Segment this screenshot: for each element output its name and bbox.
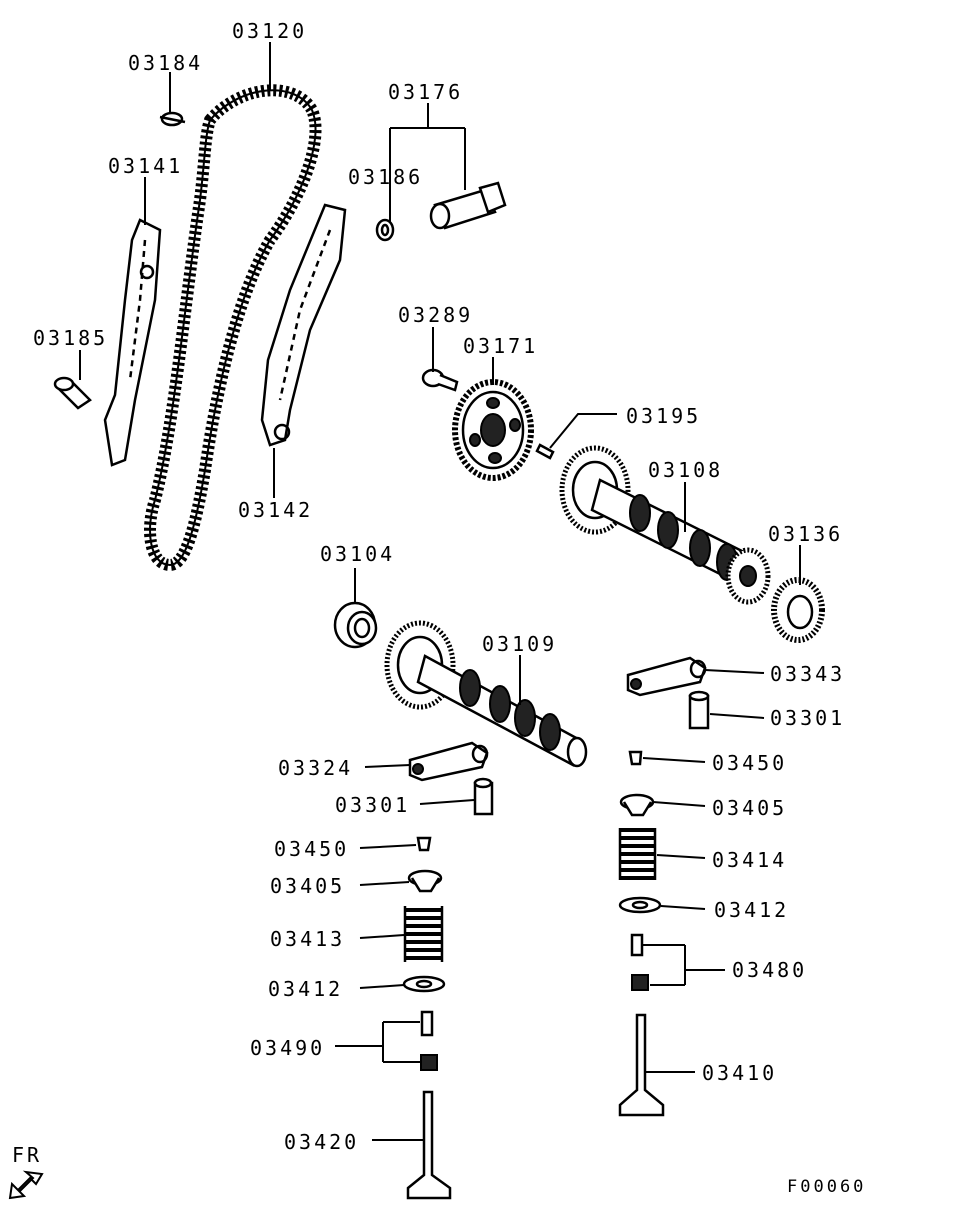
- part-label-03136: 03136: [768, 522, 843, 546]
- part-label-03301-exhaust: 03301: [770, 706, 845, 730]
- part-label-03450-exhaust: 03450: [712, 751, 787, 775]
- part-label-03195: 03195: [626, 404, 701, 428]
- part-label-03108: 03108: [648, 458, 723, 482]
- part-label-03185: 03185: [33, 326, 108, 350]
- dowel-pin: [535, 443, 555, 460]
- part-label-03184: 03184: [128, 51, 203, 75]
- spring-retainer-intake: [407, 869, 443, 893]
- timing-chain: [144, 84, 322, 572]
- part-label-03414: 03414: [712, 848, 787, 872]
- intake-valve: [406, 1090, 452, 1200]
- part-label-03120: 03120: [232, 19, 307, 43]
- lash-adjuster-intake: [473, 777, 494, 816]
- part-label-03324: 03324: [278, 756, 353, 780]
- front-direction-arrow-icon: [8, 1170, 44, 1200]
- lash-adjuster-exhaust: [688, 690, 710, 730]
- camshaft-bearing: [333, 601, 378, 649]
- part-label-03490: 03490: [250, 1036, 325, 1060]
- valve-guide-exhaust: [630, 933, 644, 957]
- camshaft-gear: [771, 577, 825, 643]
- camshaft-sprocket: [452, 379, 534, 481]
- valve-spring-intake: [403, 906, 444, 962]
- part-label-03412-intake: 03412: [268, 977, 343, 1001]
- part-label-03301-intake: 03301: [335, 793, 410, 817]
- rocker-arm-exhaust: [626, 656, 707, 697]
- exhaust-valve: [618, 1013, 665, 1117]
- part-label-03104: 03104: [320, 542, 395, 566]
- spring-seat-intake: [402, 975, 446, 993]
- part-label-03176: 03176: [388, 80, 463, 104]
- rocker-arm-intake: [408, 741, 489, 782]
- part-label-03410: 03410: [702, 1061, 777, 1085]
- part-label-03141: 03141: [108, 154, 183, 178]
- valve-keeper-exhaust: [628, 750, 643, 766]
- figure-code: F00060: [787, 1177, 866, 1197]
- part-label-03289: 03289: [398, 303, 473, 327]
- part-label-03186: 03186: [348, 165, 423, 189]
- valve-spring-exhaust: [618, 828, 657, 880]
- part-label-03412-exhaust: 03412: [714, 898, 789, 922]
- part-label-03420: 03420: [284, 1130, 359, 1154]
- part-label-03109: 03109: [482, 632, 557, 656]
- chain-tensioner: [429, 181, 507, 230]
- part-label-03480: 03480: [732, 958, 807, 982]
- part-label-03405-intake: 03405: [270, 874, 345, 898]
- part-label-03413: 03413: [270, 927, 345, 951]
- leader-lines: [79, 42, 801, 1141]
- part-label-03142: 03142: [238, 498, 313, 522]
- chain-tensioner-lever: [103, 218, 162, 467]
- part-label-03450-intake: 03450: [274, 837, 349, 861]
- intake-camshaft: [384, 620, 588, 768]
- tensioner-washer: [375, 218, 395, 242]
- valve-seal-intake: [420, 1054, 438, 1071]
- valve-keeper-intake: [416, 836, 432, 852]
- chain-clip: [159, 111, 186, 127]
- part-label-03405-exhaust: 03405: [712, 796, 787, 820]
- tensioner-pin: [53, 376, 92, 410]
- valve-guide-intake: [420, 1010, 434, 1037]
- spring-retainer-exhaust: [619, 793, 655, 817]
- exhaust-camshaft: [559, 445, 771, 605]
- part-label-03171: 03171: [463, 334, 538, 358]
- front-direction-label: FR: [12, 1143, 42, 1167]
- chain-guide: [260, 203, 347, 447]
- spring-seat-exhaust: [618, 896, 662, 914]
- part-label-03343: 03343: [770, 662, 845, 686]
- sprocket-bolt: [421, 368, 459, 392]
- valve-seal-exhaust: [631, 974, 649, 991]
